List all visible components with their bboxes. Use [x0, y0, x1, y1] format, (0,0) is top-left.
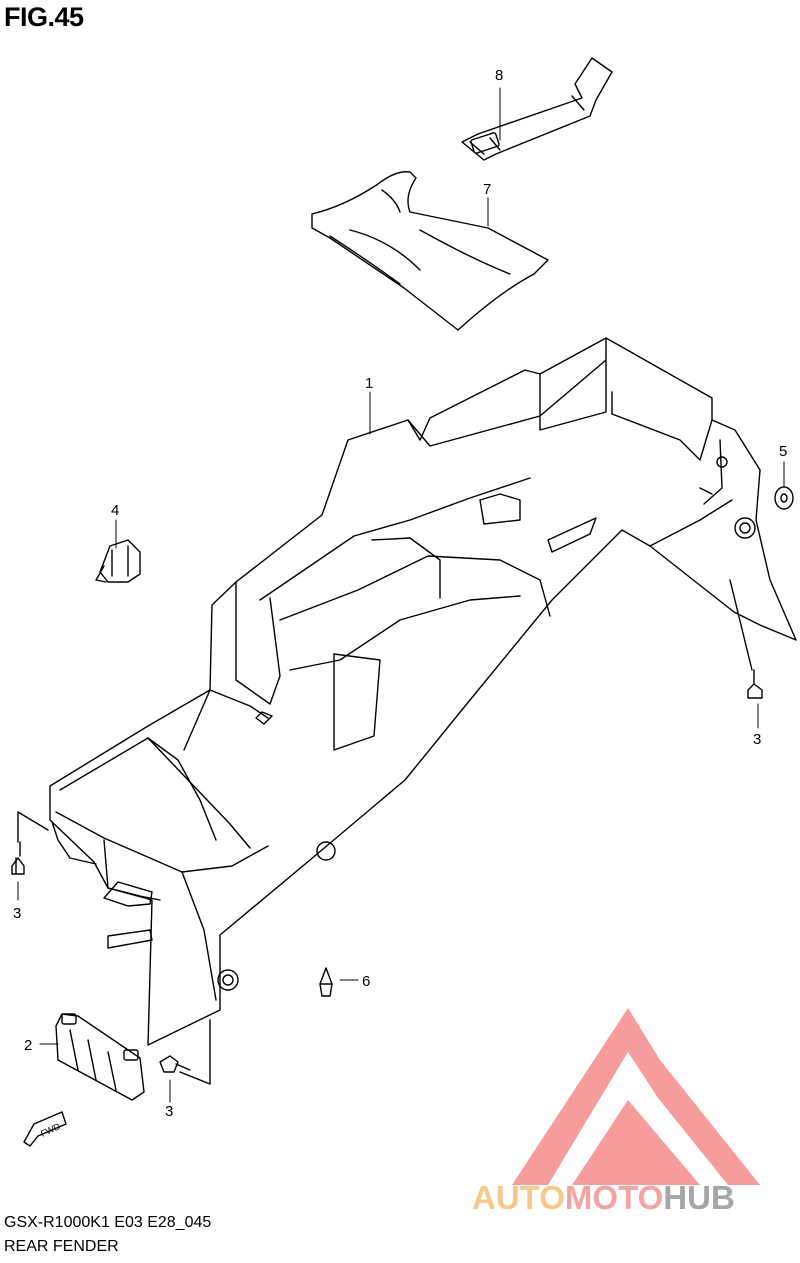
label-part-7: 7: [483, 181, 491, 198]
part-1-rear-fender: [49, 337, 797, 1046]
section-name: REAR FENDER: [4, 1238, 119, 1255]
label-part-1: 1: [365, 375, 373, 392]
watermark-hub: HUB: [663, 1179, 735, 1216]
watermark-moto: MOTO: [565, 1179, 663, 1216]
part-3-bolt-left: [11, 811, 49, 875]
watermark-auto: AUTO: [472, 1179, 565, 1216]
part-2-bracket: [55, 1013, 145, 1101]
label-part-3-right: 3: [753, 731, 761, 748]
label-part-5: 5: [779, 443, 787, 460]
fwd-direction-arrow: FWD: [23, 1111, 67, 1147]
part-labels: 8 7 1 4 5 6 2 3 3 3: [13, 67, 787, 1120]
part-6-pin: [319, 967, 333, 997]
label-part-3-left: 3: [13, 905, 21, 922]
label-part-6: 6: [362, 973, 370, 990]
watermark-logo-mark: [512, 1008, 760, 1185]
label-part-8: 8: [495, 67, 503, 84]
label-part-3-bottom: 3: [165, 1103, 173, 1120]
part-5-washer: [774, 486, 794, 510]
part-7-cover: [311, 171, 549, 331]
part-8-strap: [461, 57, 613, 161]
part-4-clip: [95, 539, 141, 583]
part-3-bolt-bottom: [159, 1019, 211, 1085]
leader-lines: [17, 87, 785, 1103]
part-3-bolt-right: [729, 579, 763, 699]
watermark: AUTOMOTOHUB: [472, 1008, 760, 1216]
label-part-2: 2: [24, 1037, 32, 1054]
svg-text:AUTOMOTOHUB: AUTOMOTOHUB: [472, 1179, 735, 1216]
model-code: GSX-R1000K1 E03 E28_045: [4, 1214, 212, 1231]
label-part-4: 4: [111, 502, 119, 519]
figure-title: FIG.45: [4, 2, 84, 32]
